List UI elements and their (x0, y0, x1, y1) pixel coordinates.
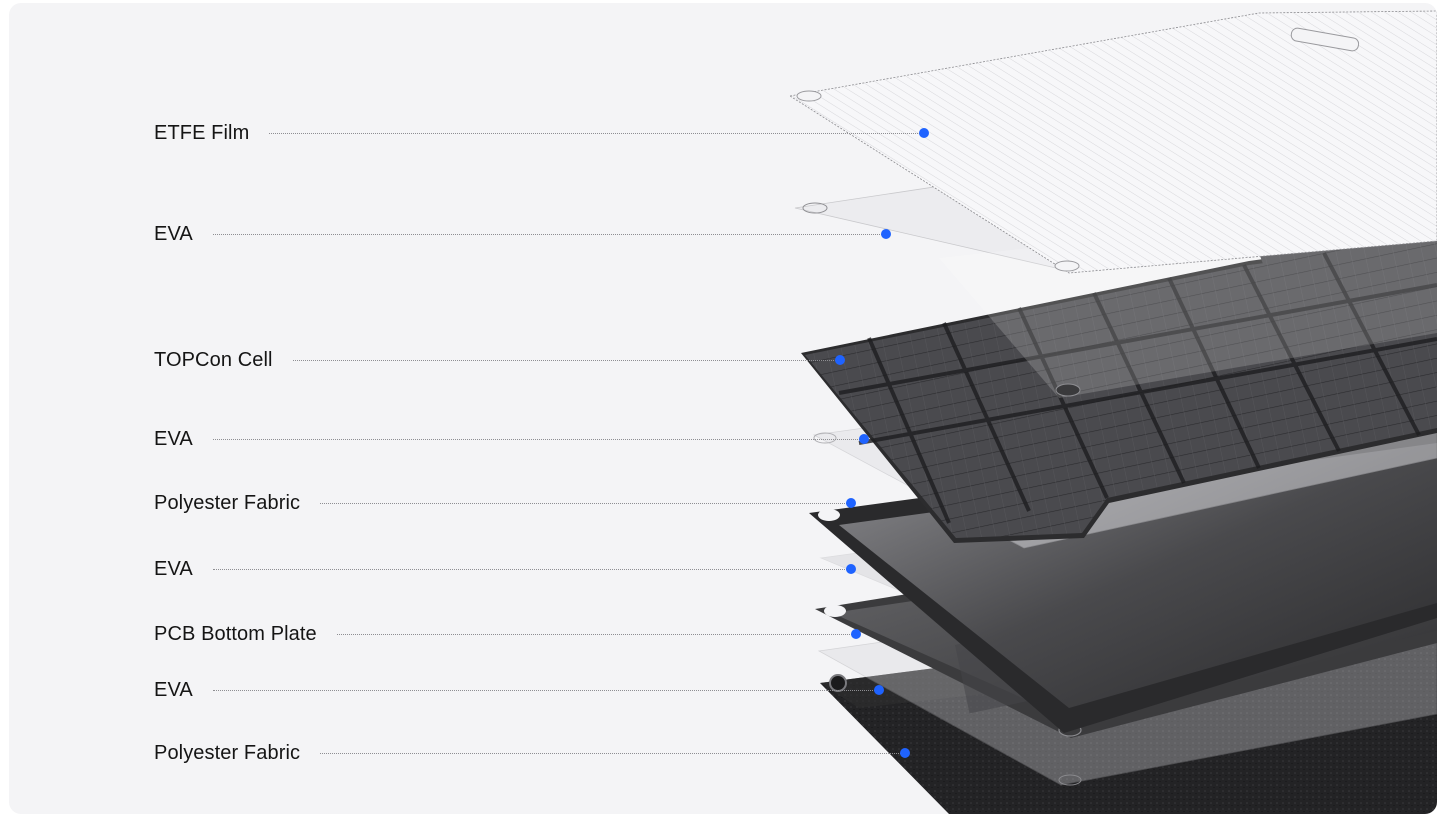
layer-label: ETFE Film (154, 122, 250, 144)
layer-label: Polyester Fabric (154, 742, 301, 764)
callout-marker (881, 229, 891, 239)
layer-label: Polyester Fabric (154, 492, 301, 514)
leader-line (212, 569, 851, 570)
callout-marker (851, 629, 861, 639)
leader-line (212, 439, 864, 440)
layer-label: PCB Bottom Plate (154, 623, 317, 645)
solar-panel-exploded-illustration (788, 10, 1437, 814)
layer-label: EVA (154, 428, 193, 450)
leader-line (292, 360, 840, 361)
layer-label: EVA (154, 558, 193, 580)
layer-label: TOPCon Cell (154, 349, 273, 371)
callout-marker (859, 434, 869, 444)
leader-line (336, 634, 856, 635)
callout-marker (874, 685, 884, 695)
leader-line (320, 503, 851, 504)
callout-marker (846, 498, 856, 508)
layer-label: EVA (154, 679, 193, 701)
leader-line (212, 690, 879, 691)
leader-line (212, 234, 886, 235)
callout-marker (919, 128, 929, 138)
callout-marker (846, 564, 856, 574)
callout-marker (835, 355, 845, 365)
leader-line (269, 133, 924, 134)
etfe-film-layer (788, 10, 1437, 274)
leader-line (320, 753, 905, 754)
layer-label: EVA (154, 223, 193, 245)
callout-marker (900, 748, 910, 758)
